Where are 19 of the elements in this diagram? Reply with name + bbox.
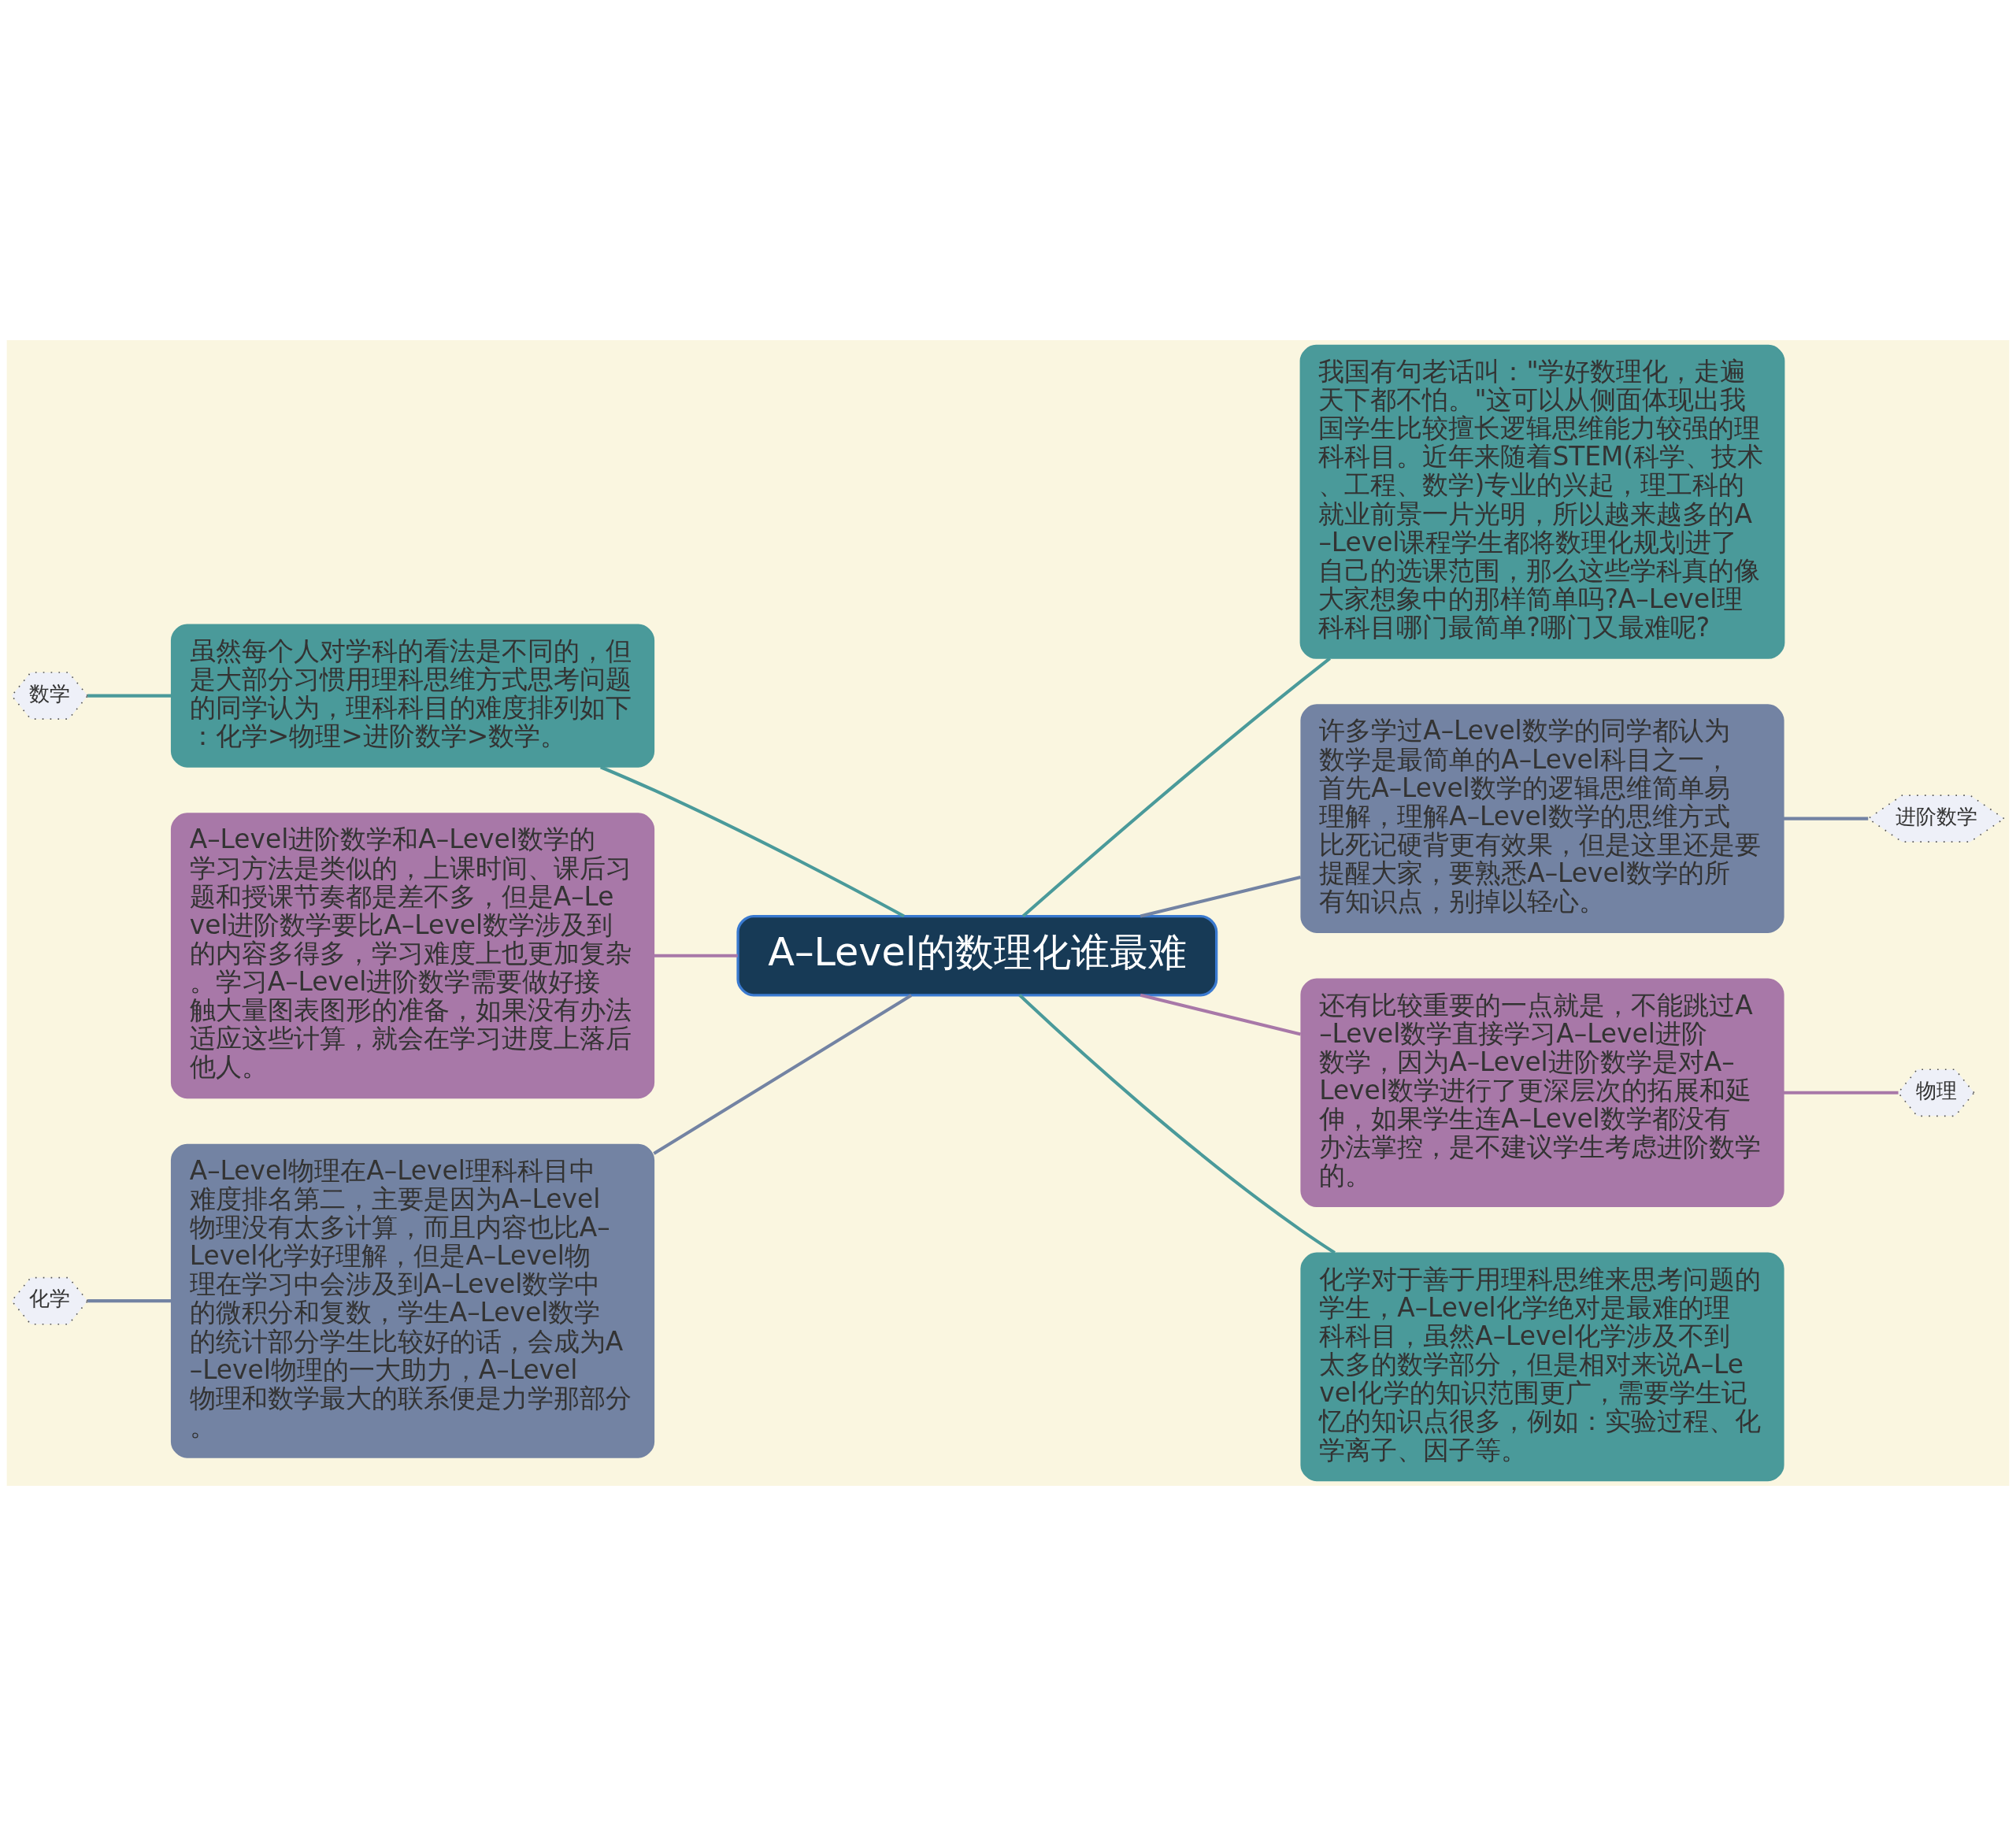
connector	[1783, 817, 1869, 820]
node-box: 还有比较重要的一点就是，不能跳过A–Level数学直接学习A–Level进阶数学，因为A–Level进阶数学是对A–Level数学进行了更深层次的拓展和延伸，如果学生连A–Level数学都没有办法掌控，是不建议学生考虑进阶数学的。	[1300, 978, 1784, 1208]
connector	[1140, 993, 1302, 1036]
connector	[1783, 1091, 1899, 1094]
connector	[1018, 994, 1336, 1254]
node-box: A–Level物理在A–Level理科科目中难度排名第二，主要是因为A–Level物理没有太多计算，而且内容也比A–Level化学好理解，但是A–Level物理在学习中会涉及到A–Level数学中的微积分和复数，学生A–Level数学的统计部分学生比较好的话，会成为A–Level物理的一大助力，A–Level物理和数学最大的联系便是力学那部分。	[170, 1143, 655, 1458]
node-box: 我国有句老话叫："学好数理化，走遍天下都不怕。"这可以从侧面体现出我国学生比较擅长逻辑思维能力较强的理科科目。近年来随着STEM(科学、技术、工程、数学)专业的兴起，理工科的就业前景一片光明，所以越来越多的A–Level课程学生都将数理化规划进了自己的选课范围，那么这些学科真的像大家想象中的那样简单吗?A–Level理科科目哪门最简单?哪门又最难呢?	[1299, 344, 1785, 659]
node-box: A–Level的数理化谁最难	[736, 914, 1218, 997]
node-box: 化学对于善于用理科思维来思考问题的学生，A–Level化学绝对是最难的理科科目，虽然A–Level化学涉及不到太多的数学部分，但是相对来说A–Level化学的知识范围更广，需要学生记忆的知识点很多，例如：实验过程、化学离子、因子等。	[1300, 1252, 1784, 1482]
node-box: 许多学过A–Level数学的同学都认为数学是最简单的A–Level科目之一，首先A–Level数学的逻辑思维简单易理解，理解A–Level数学的思维方式比死记硬背更有效果，但是这里还是要提醒大家，要熟悉A–Level数学的所有知识点，别掉以轻心。	[1300, 704, 1784, 933]
connector	[653, 994, 913, 1155]
node-box: A–Level进阶数学和A–Level数学的学习方法是类似的，上课时间、课后习题和授课节奏都是差不多，但是A–Level进阶数学要比A–Level数学涉及到的内容多得多，学习难度上也更加复杂。学习A–Level进阶数学需要做好接触大量图表图形的准备，如果没有办法适应这些计算，就会在学习进度上落后他人。	[170, 813, 655, 1099]
connector	[87, 1299, 172, 1303]
node-box: 虽然每个人对学科的看法是不同的，但是大部分习惯用理科思维方式思考问题的同学认为，理科科目的难度排列如下：化学>物理>进阶数学>数学。	[170, 624, 655, 768]
connector	[654, 954, 738, 957]
connector	[600, 765, 905, 918]
connector	[1140, 876, 1302, 918]
connector	[1021, 657, 1331, 918]
connector	[87, 694, 172, 698]
